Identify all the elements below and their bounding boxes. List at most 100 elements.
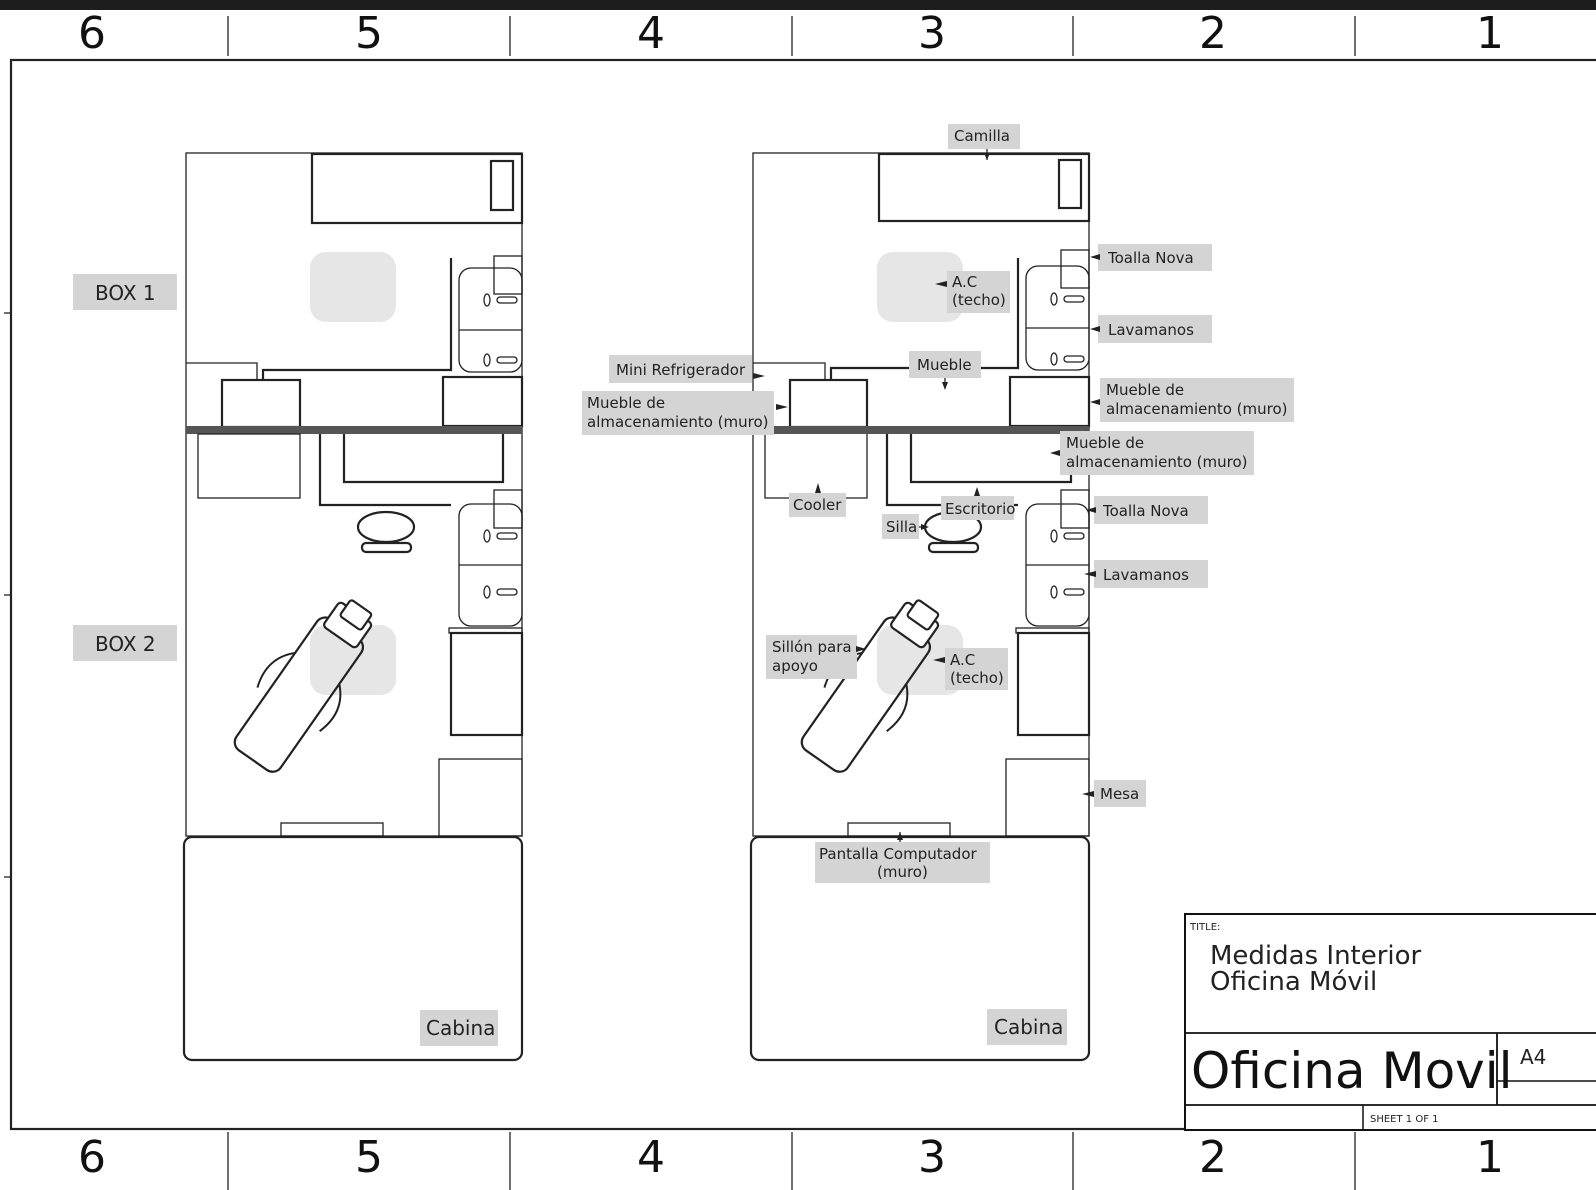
callout-toalla-nova-1: Toalla Nova bbox=[1090, 244, 1212, 271]
zone-numbers-top: 6 5 4 3 2 1 bbox=[78, 8, 1504, 59]
title-label: TITLE: bbox=[1189, 922, 1220, 933]
zone-number: 5 bbox=[355, 8, 383, 59]
armchair-shape bbox=[800, 599, 940, 773]
storage-shape bbox=[1008, 375, 1091, 428]
cabin-shape bbox=[749, 835, 1091, 1062]
callout-lavamanos-2: Lavamanos bbox=[1084, 560, 1208, 588]
ac-shape bbox=[310, 252, 396, 322]
title-line-1: Medidas Interior bbox=[1210, 941, 1422, 971]
callout-ac-2: A.C (techo) bbox=[933, 648, 1008, 690]
storage-shape bbox=[441, 375, 524, 428]
zone-number: 1 bbox=[1476, 8, 1504, 59]
svg-text:Mesa: Mesa bbox=[1100, 785, 1139, 803]
right-floor-plan bbox=[749, 152, 1091, 1062]
sheet-frame bbox=[4, 16, 1596, 1190]
title-block: TITLE: Medidas Interior Oficina Móvil Of… bbox=[1184, 913, 1596, 1131]
storage-shape bbox=[449, 631, 524, 737]
svg-text:Pantalla Computador: Pantalla Computador bbox=[819, 845, 978, 863]
cooler-shape bbox=[197, 433, 301, 499]
right-cabina-label: Cabina bbox=[987, 1009, 1067, 1045]
callout-mueble-almacenamiento-right1: Mueble de almacenamiento (muro) bbox=[1090, 378, 1294, 422]
window-top-bar bbox=[0, 0, 1596, 10]
towel-dispenser-shape bbox=[493, 255, 523, 295]
armchair-shape bbox=[233, 599, 373, 773]
callout-toalla-nova-2: Toalla Nova bbox=[1086, 496, 1208, 524]
zone-number: 4 bbox=[637, 1132, 665, 1183]
ac-shape bbox=[310, 625, 396, 695]
svg-text:Lavamanos: Lavamanos bbox=[1108, 321, 1194, 339]
zone-number: 2 bbox=[1199, 8, 1227, 59]
svg-text:Sillón para: Sillón para bbox=[772, 638, 852, 656]
svg-text:A.C: A.C bbox=[950, 651, 975, 669]
pillow-shape bbox=[489, 159, 515, 212]
storage-shape bbox=[342, 434, 505, 484]
svg-text:A.C: A.C bbox=[952, 273, 977, 291]
storage-shape bbox=[909, 434, 1073, 484]
svg-text:Cabina: Cabina bbox=[426, 1016, 495, 1040]
callout-mueble-almacenamiento-right2: Mueble de almacenamiento (muro) bbox=[1050, 431, 1254, 475]
desk-outline bbox=[885, 434, 1018, 507]
svg-text:apoyo: apoyo bbox=[772, 657, 818, 675]
desk-outline bbox=[318, 434, 451, 507]
zone-number: 3 bbox=[918, 8, 946, 59]
sheet-number: SHEET 1 OF 1 bbox=[1370, 1114, 1439, 1125]
svg-text:Mini Refrigerador: Mini Refrigerador bbox=[616, 361, 746, 379]
left-floor-plan bbox=[182, 152, 524, 1062]
svg-text:Cabina: Cabina bbox=[994, 1015, 1063, 1039]
sheet-size: A4 bbox=[1520, 1045, 1546, 1069]
chair-shape bbox=[356, 510, 416, 544]
counter-outline bbox=[261, 258, 453, 380]
svg-text:Mueble de: Mueble de bbox=[1066, 434, 1144, 452]
svg-text:Escritorio: Escritorio bbox=[945, 500, 1015, 518]
svg-text:BOX 1: BOX 1 bbox=[95, 281, 156, 305]
screen-shape bbox=[280, 822, 384, 837]
zone-number: 2 bbox=[1199, 1132, 1227, 1183]
zone-number: 4 bbox=[637, 8, 665, 59]
callout-camilla: Camilla bbox=[948, 124, 1020, 160]
title-line-2: Oficina Móvil bbox=[1210, 967, 1377, 997]
callout-cooler: Cooler bbox=[789, 483, 846, 517]
callout-mueble-almacenamiento-left: Mueble de almacenamiento (muro) bbox=[582, 391, 788, 435]
storage-shape bbox=[788, 378, 869, 429]
zone-number: 6 bbox=[78, 8, 106, 59]
zone-number: 3 bbox=[918, 1132, 946, 1183]
box1-label: BOX 1 bbox=[73, 274, 177, 310]
pillow-shape bbox=[1057, 158, 1083, 210]
zone-numbers-bottom: 6 5 4 3 2 1 bbox=[78, 1132, 1504, 1183]
storage-shape bbox=[220, 378, 302, 429]
zone-number: 1 bbox=[1476, 1132, 1504, 1183]
callout-mueble: Mueble bbox=[909, 351, 981, 390]
svg-text:Mueble: Mueble bbox=[917, 356, 972, 374]
table-shape bbox=[438, 758, 523, 837]
divider-wall bbox=[753, 426, 1089, 434]
callout-sillon: Sillón para apoyo bbox=[766, 635, 866, 679]
zone-number: 5 bbox=[355, 1132, 383, 1183]
svg-text:Silla: Silla bbox=[886, 518, 917, 536]
cabin-shape bbox=[182, 835, 524, 1062]
svg-text:Mueble de: Mueble de bbox=[587, 394, 665, 412]
callout-mini-refrigerador: Mini Refrigerador bbox=[609, 355, 765, 383]
svg-text:Mueble de: Mueble de bbox=[1106, 381, 1184, 399]
divider-wall bbox=[186, 426, 522, 434]
bed-shape bbox=[310, 152, 524, 225]
svg-text:Toalla Nova: Toalla Nova bbox=[1107, 249, 1194, 267]
svg-text:almacenamiento (muro): almacenamiento (muro) bbox=[1106, 400, 1288, 418]
sink-block-shape bbox=[1025, 265, 1090, 371]
svg-text:Lavamanos: Lavamanos bbox=[1103, 566, 1189, 584]
table-shape bbox=[1005, 758, 1090, 837]
callout-silla: Silla bbox=[882, 514, 929, 539]
callout-ac-1: A.C (techo) bbox=[935, 271, 1010, 313]
towel-dispenser-shape bbox=[493, 489, 523, 529]
left-cabina-label: Cabina bbox=[420, 1010, 498, 1046]
callout-lavamanos-1: Lavamanos bbox=[1090, 315, 1212, 343]
towel-dispenser-shape bbox=[1060, 489, 1090, 529]
cooler-shape bbox=[764, 434, 868, 499]
sink-block-shape bbox=[458, 267, 523, 373]
svg-text:Camilla: Camilla bbox=[954, 127, 1010, 145]
svg-text:BOX 2: BOX 2 bbox=[95, 632, 156, 656]
towel-dispenser-shape bbox=[1060, 249, 1090, 289]
box2-label: BOX 2 bbox=[73, 625, 177, 661]
svg-text:(muro): (muro) bbox=[877, 863, 928, 881]
